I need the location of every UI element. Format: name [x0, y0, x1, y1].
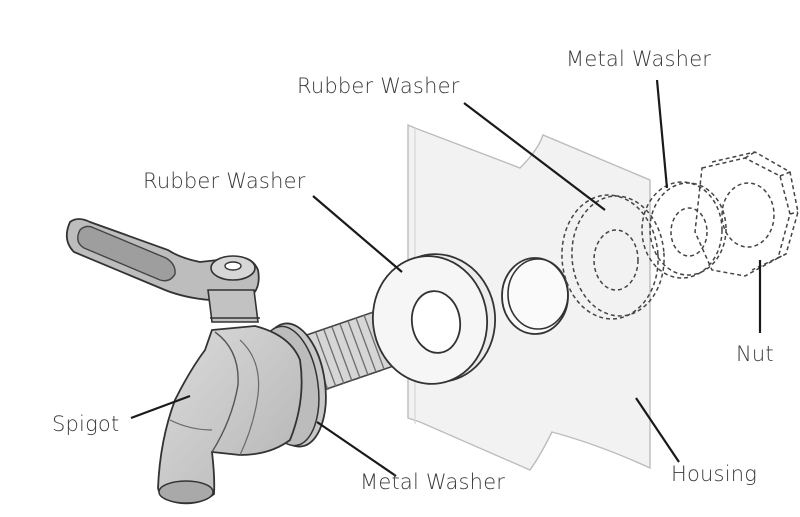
label-rubber-washer-top: Rubber Washer [297, 74, 460, 98]
label-spigot: Spigot [52, 412, 120, 436]
label-rubber-washer-left: Rubber Washer [143, 169, 306, 193]
label-nut: Nut [736, 342, 774, 366]
leader-housing [635, 397, 680, 463]
leader-metal-washer-top [655, 79, 669, 189]
rubber-washer-back [561, 194, 665, 320]
nut-dashed [694, 151, 799, 277]
leader-rubber-washer-top [463, 102, 606, 211]
housing-hole-cylinder [501, 257, 569, 335]
label-metal-washer-top: Metal Washer [566, 47, 712, 71]
label-housing: Housing [671, 462, 758, 486]
label-metal-washer-bottom: Metal Washer [360, 470, 506, 494]
spigot-lever [65, 218, 260, 323]
leader-spigot [130, 394, 191, 420]
leader-lines [130, 79, 762, 477]
leader-metal-washer-bottom [316, 421, 397, 477]
rubber-washer-front [371, 253, 497, 385]
metal-washer-back [641, 181, 727, 279]
leader-rubber-washer-left [312, 195, 403, 273]
spigot-body [157, 325, 303, 505]
